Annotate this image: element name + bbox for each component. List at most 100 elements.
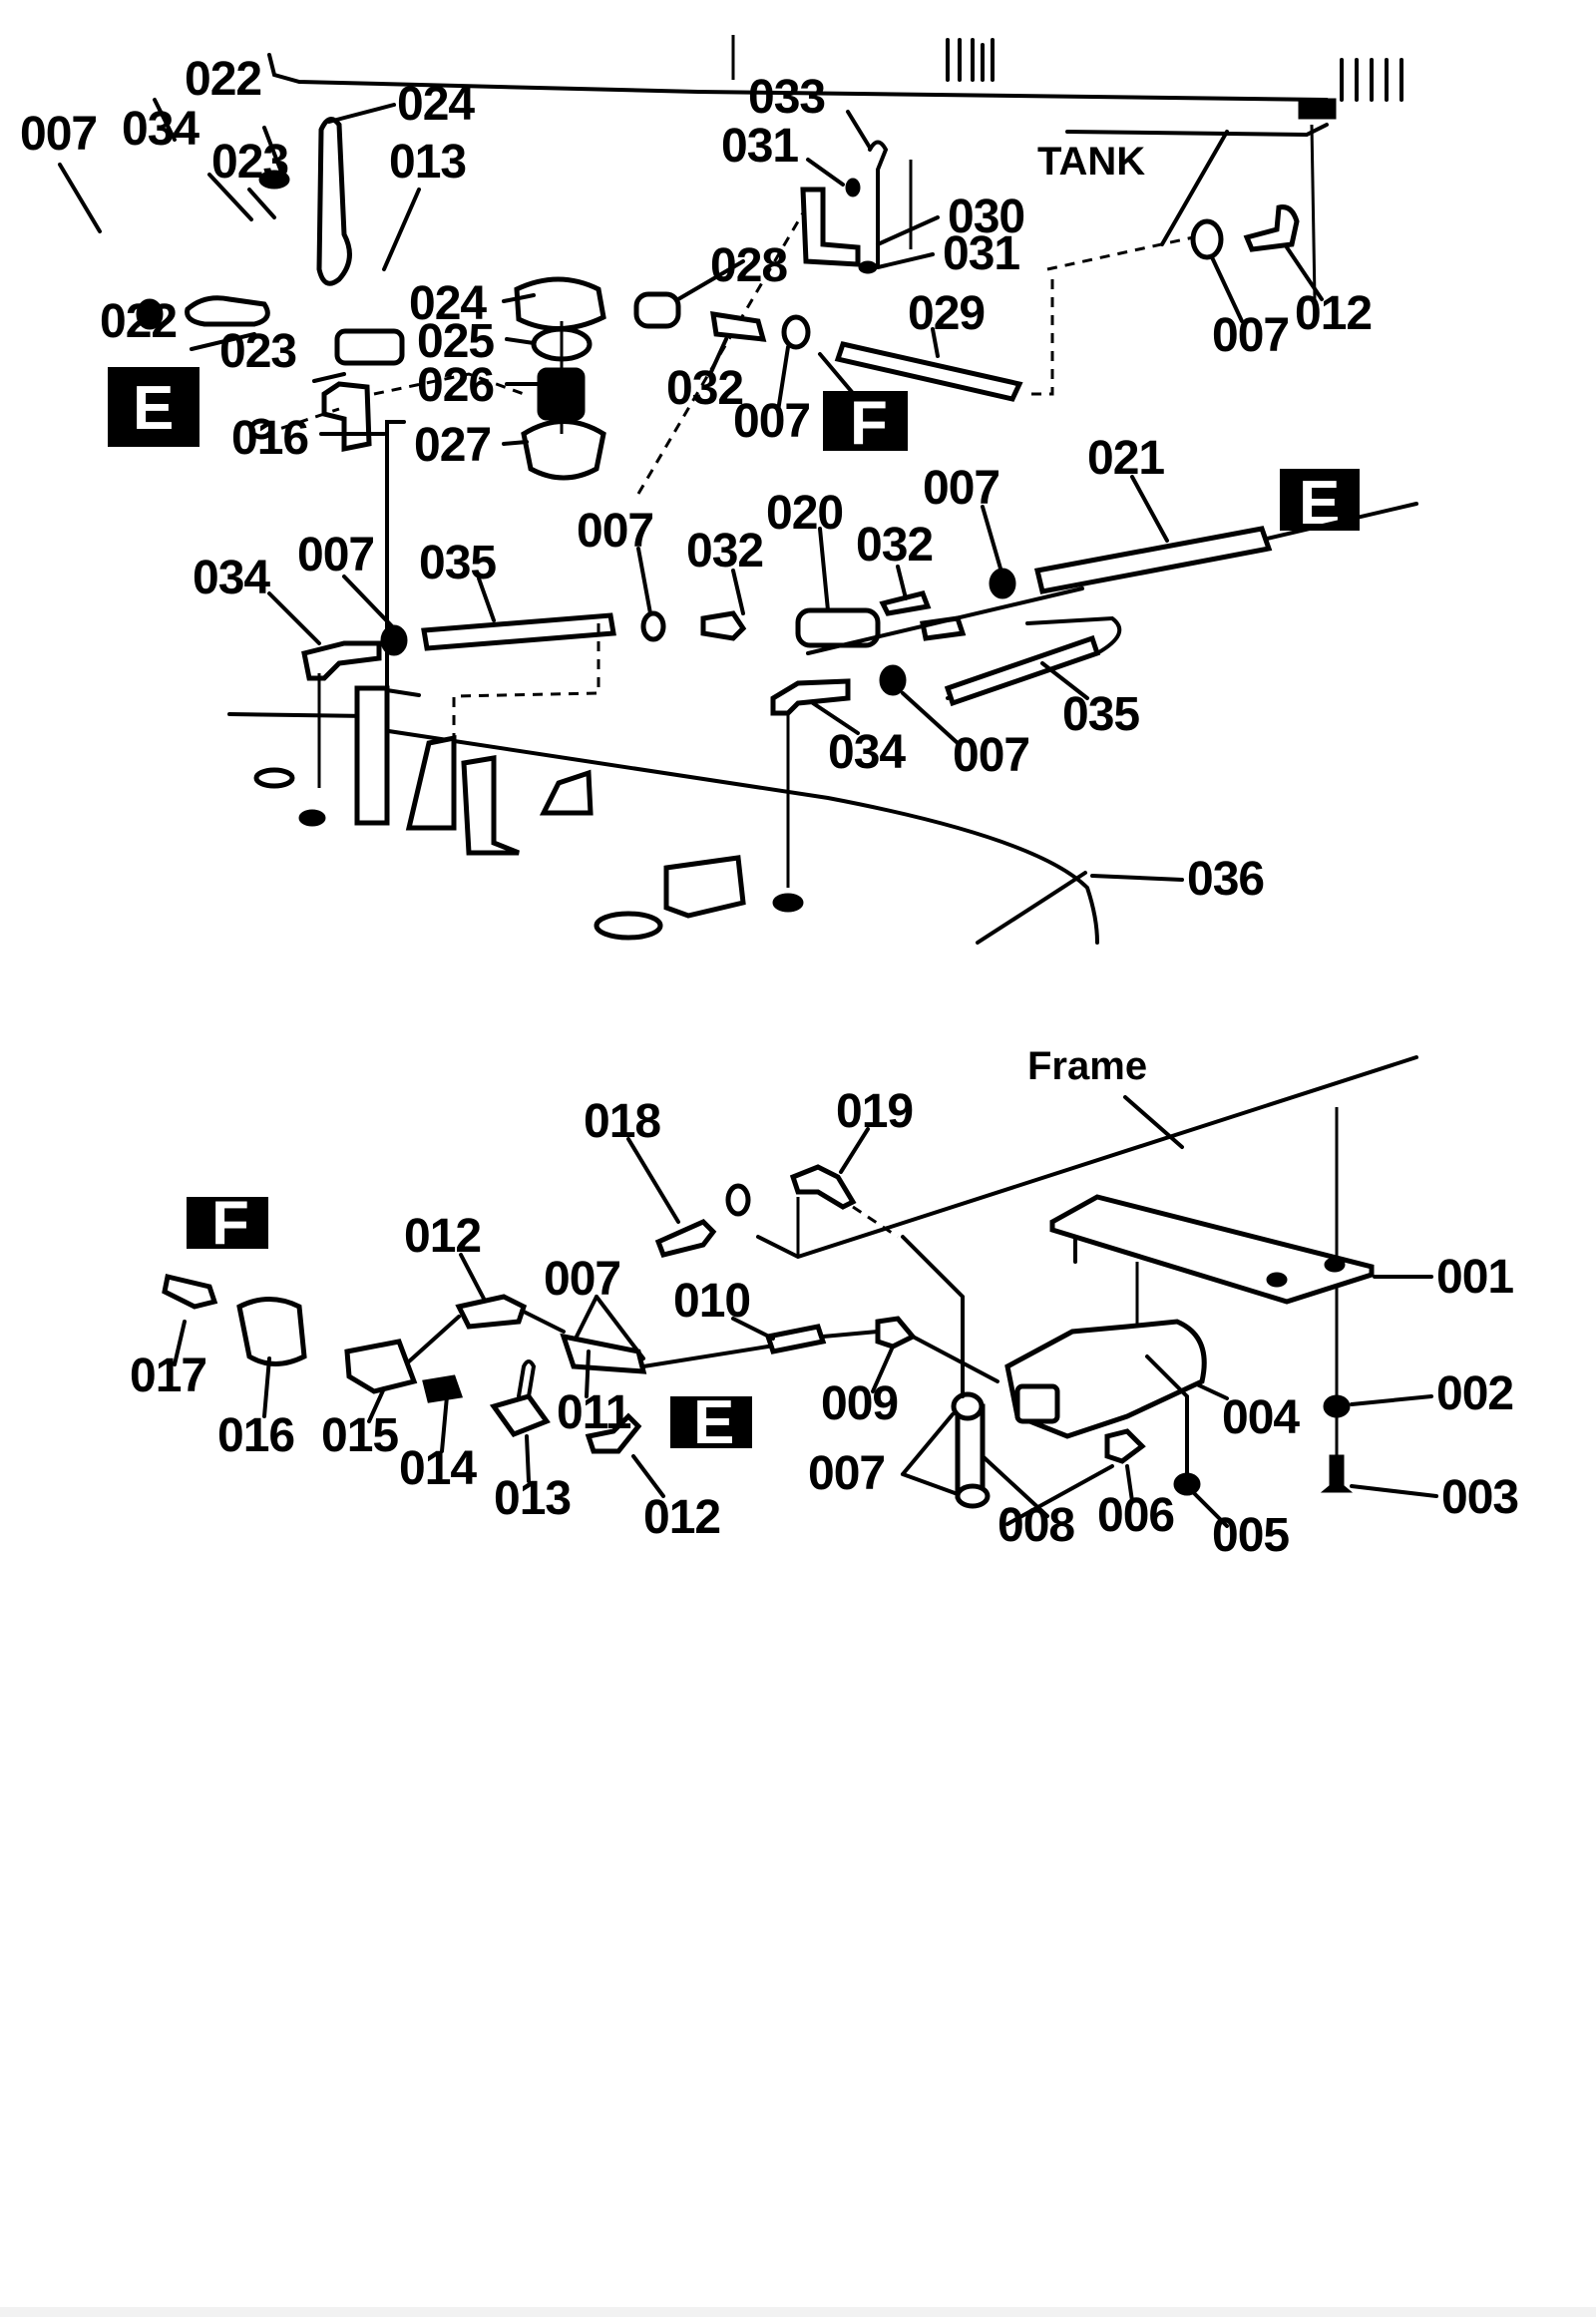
bracket-030-part [800,187,861,267]
hose-021-part [1033,526,1273,594]
callout-034-a: 034 [122,103,200,156]
tank-drop-line [1310,124,1317,300]
callout-031-a: 031 [721,120,798,173]
filter-011-part [560,1333,647,1374]
fitting-009-part [875,1316,917,1350]
callout-020: 020 [766,487,843,540]
bottom-assembly: Frame F E [130,1044,1519,1562]
elbow-012-top-part [1243,204,1300,252]
nut-007-right-part [1190,218,1224,260]
tank-bracket [1298,98,1337,120]
bottom-leader-lines [173,1127,1438,1528]
callout-032-b: 032 [686,525,763,578]
key-f-bottom: F [211,1189,249,1258]
tank-leader [1160,130,1229,246]
barb-032-top-part [710,311,767,342]
callout-034-c: 034 [828,726,906,779]
callout-007-e: 007 [577,505,653,558]
mid-route-dash [452,623,600,743]
nut-007-m12-part [879,664,907,696]
callout-013-a: 013 [389,136,466,189]
filter-bracket [385,420,421,697]
hose-035-right-part [944,634,1101,707]
callout-011: 011 [557,1386,631,1439]
callout-015: 015 [321,1409,398,1462]
hose-route-dash [1027,232,1208,396]
callout-026: 026 [417,359,494,412]
callout-017: 017 [130,1350,206,1402]
fitting-028-part [633,291,681,329]
callout-013-b: 013 [494,1472,571,1525]
frame-label: Frame [1027,1044,1147,1088]
support-bracket-a [405,734,457,831]
washer-bottom-part [594,911,663,941]
callout-001: 001 [1436,1251,1513,1304]
callout-035-b: 035 [1062,688,1139,741]
block-015-part [344,1339,418,1394]
tank-edge-line [267,53,1329,102]
callout-018: 018 [584,1095,660,1148]
clamp-007-bottom-part [955,1483,991,1509]
clip-006-part [1104,1428,1146,1464]
callout-007-d: 007 [297,529,374,581]
support-bracket-c [539,769,594,816]
callout-029: 029 [908,287,985,340]
key-f-top: F [850,389,888,458]
tank-mark-cluster [946,38,995,82]
tank-rim-line [227,712,371,718]
fitting-017-part [162,1273,218,1310]
support-post-part [354,685,390,826]
callout-012-b: 012 [404,1210,481,1263]
callout-030: 030 [948,191,1024,243]
callout-032-c: 032 [856,519,933,572]
filter-bowl-024-part [514,276,606,331]
elbow-019-part [789,1164,857,1210]
lever-part [316,117,352,286]
tank-curve-036-lower [976,871,1087,945]
nut-bottom-part [772,893,804,913]
pin-031-lower-part [858,260,878,274]
washer-left-bottom-part [298,809,326,827]
pump-004-head [1014,1383,1060,1424]
key-e-bottom-box [670,1396,752,1448]
washer-left-part [253,767,295,789]
top-assembly: E [20,35,1403,697]
callout-022-a: 022 [185,53,261,106]
tank-label: TANK [1037,140,1145,184]
bracket-dash [263,407,340,436]
center-bracket-part [663,855,746,919]
nut-007-left-part [136,298,164,330]
support-bracket-b [461,755,520,856]
plate-hole-a [1266,1272,1288,1288]
frame-leader [1123,1095,1184,1149]
valve-013-handle [517,1359,537,1398]
callout-007-g: 007 [953,729,1029,782]
spring-014-part [422,1374,464,1403]
callout-028: 028 [710,239,787,292]
middle-assembly: E [193,432,1418,945]
callout-021: 021 [1087,432,1164,485]
callout-007-i: 007 [808,1447,885,1500]
bolt-003-part [1320,1454,1354,1493]
frame-line-mid [1265,502,1418,541]
key-f-bottom-box [187,1197,268,1249]
callout-035-a: 035 [419,537,496,589]
callout-033: 033 [748,71,825,124]
guide-dash-top2 [373,372,525,396]
elbow-019-dash [852,1205,899,1239]
valve-013-part [334,328,405,366]
callout-024-b: 024 [409,277,487,330]
callout-034-b: 034 [193,552,270,604]
callout-023-a: 023 [211,136,288,189]
callout-003: 003 [1441,1471,1518,1524]
callout-027: 027 [414,419,491,472]
callout-012-a: 012 [1295,287,1372,340]
key-e-top: E [133,374,174,443]
spring-fitting-part [185,295,270,327]
valve-013-bottom-part [489,1393,551,1438]
nut-007-m2-part [380,624,408,656]
callout-010: 010 [673,1275,750,1328]
elbow-012-bottom-part [585,1412,642,1454]
pump-016-part [236,1297,307,1366]
elbow-034-left-part [301,640,382,681]
